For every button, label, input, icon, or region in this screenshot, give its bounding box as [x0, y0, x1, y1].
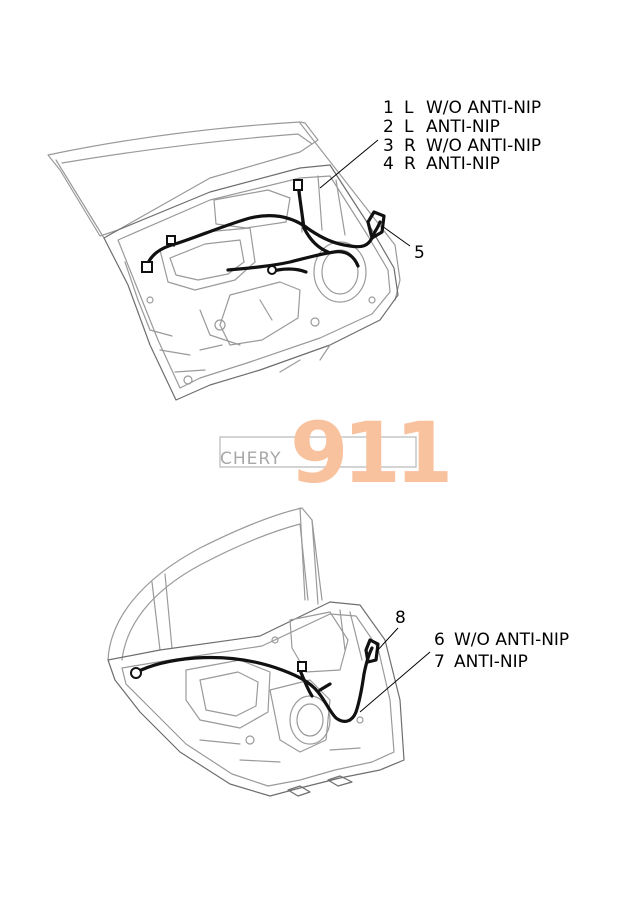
svg-text:W/O ANTI-NIP: W/O ANTI-NIP [426, 136, 541, 156]
svg-text:6: 6 [434, 630, 445, 650]
svg-text:ANTI-NIP: ANTI-NIP [426, 117, 500, 137]
watermark: 911 CHERY [219, 404, 454, 502]
front-door-illustration [47, 121, 401, 401]
leader-line-6-7 [359, 651, 431, 713]
svg-text:L: L [404, 98, 414, 118]
leader-line-1-4 [319, 139, 379, 189]
leader-line-5 [381, 225, 411, 247]
callout-4: 4 R ANTI-NIP [383, 154, 500, 174]
leader-line-8 [375, 627, 399, 653]
svg-text:4: 4 [383, 154, 394, 174]
svg-text:W/O ANTI-NIP: W/O ANTI-NIP [426, 98, 541, 118]
bottom-callout-list: 6 W/O ANTI-NIP 7 ANTI-NIP [434, 630, 569, 672]
watermark-brand: CHERY [220, 449, 282, 469]
rear-door-illustration [107, 507, 405, 797]
watermark-number: 911 [290, 404, 448, 502]
callout-3: 3 R W/O ANTI-NIP [383, 136, 541, 156]
rear-door-harness [130, 638, 380, 723]
callout-8: 8 [395, 608, 406, 628]
svg-text:7: 7 [434, 652, 445, 672]
callout-5: 5 [414, 243, 425, 263]
svg-text:3: 3 [383, 136, 394, 156]
svg-text:R: R [404, 154, 416, 174]
front-door-harness [141, 179, 386, 275]
callout-6: 6 W/O ANTI-NIP [434, 630, 569, 650]
svg-text:ANTI-NIP: ANTI-NIP [454, 652, 528, 672]
svg-text:R: R [404, 136, 416, 156]
svg-text:L: L [404, 117, 414, 137]
svg-text:1: 1 [383, 98, 394, 118]
top-callout-list: 1 L W/O ANTI-NIP 2 L ANTI-NIP 3 R W/O AN… [383, 98, 541, 174]
svg-text:W/O ANTI-NIP: W/O ANTI-NIP [454, 630, 569, 650]
watermark-frame [219, 436, 417, 468]
callout-2: 2 L ANTI-NIP [383, 117, 500, 137]
callout-1: 1 L W/O ANTI-NIP [383, 98, 541, 118]
callout-7: 7 ANTI-NIP [434, 652, 528, 672]
svg-text:2: 2 [383, 117, 394, 137]
svg-text:ANTI-NIP: ANTI-NIP [426, 154, 500, 174]
